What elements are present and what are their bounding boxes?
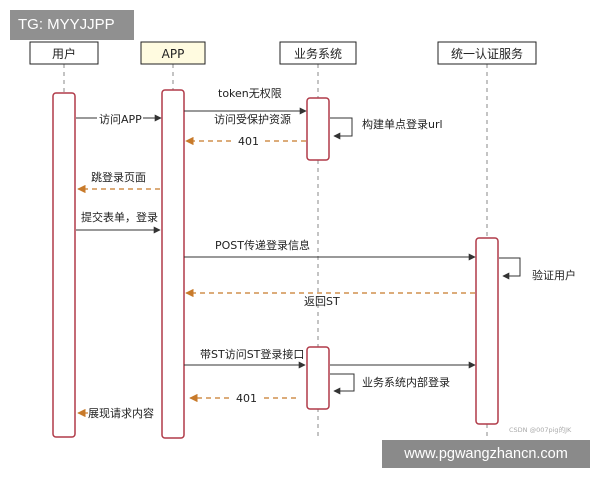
msg-label-visit-app: 访问APP (99, 113, 142, 126)
msg-label-post-login-info: POST传递登录信息 (215, 238, 310, 252)
msg-label-submit-form: 提交表单，登录 (81, 210, 158, 224)
participant-app-label: APP (162, 47, 185, 61)
activation-sso (475, 237, 499, 425)
activation-app (161, 89, 185, 439)
msg-label-internal-login: 业务系统内部登录 (362, 375, 450, 389)
msg-label-return-st: 返回ST (304, 295, 340, 308)
msg-label-401-b: 401 (236, 392, 257, 405)
msg-self-biz-build-url (330, 117, 353, 140)
participant-biz-label: 业务系统 (294, 46, 342, 61)
footer-watermark: www.pgwangzhancn.com (382, 440, 590, 468)
msg-label-access-protected: 访问受保护资源 (214, 112, 291, 126)
csdn-watermark: CSDN @007pig的JK (509, 425, 572, 434)
participant-app: APP (140, 41, 206, 65)
participant-user-label: 用户 (52, 46, 76, 61)
participant-sso: 统一认证服务 (437, 41, 537, 65)
msg-label-build-sso-url: 构建单点登录url (362, 117, 443, 131)
activation-user (52, 92, 76, 438)
participant-user: 用户 (29, 41, 99, 65)
msg-self-sso-verify (499, 257, 521, 280)
msg-label-401-a: 401 (238, 135, 259, 148)
msg-label-token-no-permission: token无权限 (218, 87, 282, 100)
msg-label-verify-user: 验证用户 (532, 268, 576, 282)
msg-label-show-content: 展现请求内容 (88, 406, 154, 420)
participant-sso-label: 统一认证服务 (451, 46, 523, 61)
msg-self-biz-internal-login (330, 373, 355, 395)
activation-biz-1 (306, 97, 330, 161)
participant-biz: 业务系统 (279, 41, 357, 65)
activation-biz-2 (306, 346, 330, 410)
msg-label-with-st: 带ST访问ST登录接口 (200, 347, 304, 361)
msg-label-jump-login-page: 跳登录页面 (91, 170, 146, 184)
watermark-tag: TG: MYYJJPP (10, 10, 134, 40)
